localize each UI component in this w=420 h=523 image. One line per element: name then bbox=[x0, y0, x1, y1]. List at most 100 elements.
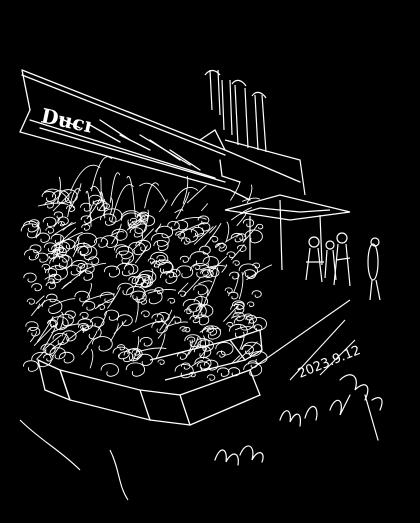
flower-scribble bbox=[51, 244, 65, 254]
flower-scribble bbox=[186, 303, 207, 319]
leaf-stroke bbox=[175, 191, 190, 219]
flower-scribble bbox=[103, 265, 121, 278]
flower-scribble bbox=[207, 267, 220, 278]
leaf-stroke bbox=[215, 242, 224, 248]
leaf-stroke bbox=[107, 286, 121, 309]
flower-scribble bbox=[27, 326, 41, 337]
flower-scribble bbox=[256, 223, 264, 230]
flower-scribble bbox=[77, 318, 94, 330]
flower-scribble bbox=[229, 271, 240, 280]
flower-scribble bbox=[230, 303, 245, 315]
flower-scribble bbox=[137, 276, 152, 288]
leaf-stroke bbox=[132, 228, 154, 251]
flower-scribble bbox=[97, 304, 106, 310]
flower-scribble bbox=[115, 245, 134, 260]
palm-frond bbox=[111, 184, 134, 223]
flower-scribble bbox=[224, 287, 233, 294]
flower-scribble bbox=[193, 264, 201, 270]
shop-awning bbox=[19, 69, 301, 201]
flower-scribble bbox=[49, 316, 69, 331]
leaf-stroke bbox=[60, 311, 64, 329]
leaf-stroke bbox=[37, 300, 46, 310]
leaf-stroke bbox=[176, 222, 205, 236]
flower-scribble bbox=[150, 251, 169, 266]
flower-scribble bbox=[47, 319, 58, 328]
palm-frond bbox=[67, 188, 81, 218]
leaf-stroke bbox=[223, 304, 239, 322]
flower-scribble bbox=[167, 221, 180, 231]
flower-scribble bbox=[156, 254, 166, 262]
leaf-stroke bbox=[53, 246, 64, 252]
flower-scribble bbox=[140, 310, 150, 318]
palm-frond bbox=[90, 156, 112, 192]
leaf-stroke bbox=[157, 315, 176, 339]
leaf-stroke bbox=[132, 320, 161, 333]
leaf-stroke bbox=[51, 342, 65, 349]
leaf-stroke bbox=[56, 176, 61, 204]
leaf-stroke bbox=[242, 224, 258, 243]
leaf-stroke bbox=[86, 330, 98, 348]
flower-scribble bbox=[117, 282, 134, 296]
flower-scribble bbox=[123, 263, 139, 275]
leaf-stroke bbox=[202, 335, 206, 359]
flower-scribble bbox=[20, 223, 41, 239]
leaf-stroke bbox=[89, 349, 94, 369]
flower-scribble bbox=[43, 353, 54, 362]
flower-scribble bbox=[47, 265, 68, 281]
flower-scribble bbox=[52, 190, 70, 204]
leaf-stroke bbox=[36, 349, 47, 360]
leaf-stroke bbox=[42, 323, 58, 350]
leaf-stroke bbox=[135, 296, 139, 323]
flower-scribble bbox=[150, 232, 170, 247]
flower-scribble bbox=[90, 316, 105, 328]
flower-scribble bbox=[179, 255, 190, 263]
leaf-stroke bbox=[61, 270, 86, 290]
leaf-stroke bbox=[210, 256, 228, 273]
leaf-stroke bbox=[97, 310, 108, 331]
leaf-stroke bbox=[139, 277, 147, 289]
flower-scribble bbox=[199, 245, 211, 255]
flower-scribble bbox=[116, 314, 133, 327]
leaf-stroke bbox=[200, 347, 208, 357]
flower-scribble bbox=[74, 290, 90, 303]
flower-scribble bbox=[187, 336, 196, 343]
leaf-stroke bbox=[181, 217, 207, 221]
leaf-stroke bbox=[224, 233, 243, 243]
flower-scribble bbox=[129, 227, 144, 238]
flower-scribble bbox=[167, 297, 176, 304]
flower-scribble bbox=[22, 220, 39, 233]
flower-scribble bbox=[76, 232, 98, 248]
flower-scribble bbox=[232, 260, 240, 266]
flower-scribble bbox=[47, 278, 55, 284]
leaf-stroke bbox=[235, 341, 258, 364]
leaf-stroke bbox=[185, 339, 193, 358]
leaf-stroke bbox=[221, 264, 228, 273]
flower-scribble bbox=[242, 218, 255, 228]
flower-scribble bbox=[216, 350, 226, 358]
flower-scribble bbox=[154, 287, 164, 295]
leaf-stroke bbox=[86, 282, 92, 299]
leaf-stroke bbox=[44, 274, 57, 280]
flower-scribble bbox=[246, 301, 255, 308]
flower-scribble bbox=[77, 322, 90, 332]
flower-scribble bbox=[28, 219, 40, 228]
leaf-stroke bbox=[54, 235, 62, 260]
leaf-stroke bbox=[207, 327, 222, 331]
leaf-stroke bbox=[147, 289, 177, 294]
flower-scribble bbox=[99, 213, 117, 226]
leaf-stroke bbox=[233, 272, 239, 293]
leaf-stroke bbox=[199, 265, 226, 271]
flower-scribble bbox=[76, 245, 89, 256]
palm-frond bbox=[139, 182, 167, 203]
flower-scribble bbox=[116, 262, 135, 277]
flower-scribble bbox=[156, 311, 170, 322]
flower-scribble bbox=[215, 242, 227, 252]
palm-frond bbox=[44, 188, 75, 209]
flower-scribble bbox=[175, 231, 186, 239]
leaf-stroke bbox=[33, 324, 55, 346]
flower-scribble bbox=[80, 215, 93, 224]
flower-scribble bbox=[179, 326, 187, 332]
leaf-stroke bbox=[86, 198, 101, 220]
leaf-stroke bbox=[94, 297, 115, 310]
